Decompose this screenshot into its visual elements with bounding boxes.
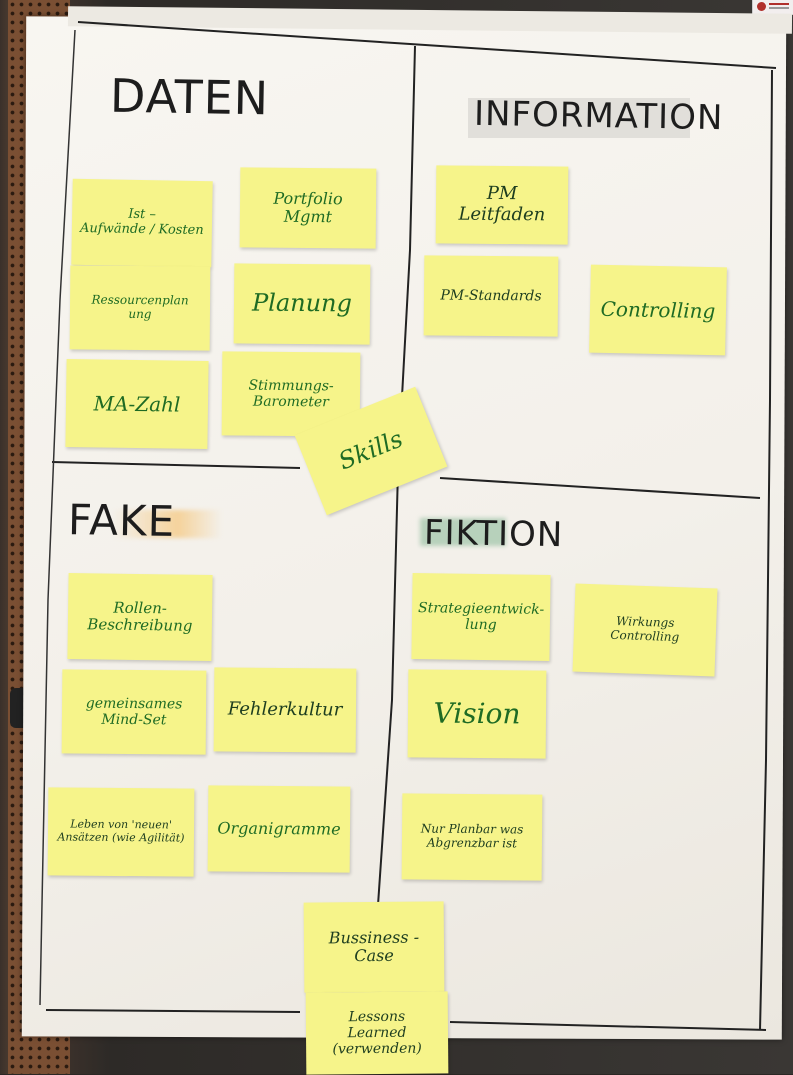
note-text: PM-Standards xyxy=(440,287,542,305)
note-text: Strategieentwick- lung xyxy=(417,600,545,634)
right-border-line xyxy=(759,69,773,1031)
note-text: Ressourcenplan ung xyxy=(91,292,189,322)
sticky-note-ma-zahl[interactable]: MA-Zahl xyxy=(65,359,209,449)
note-text: Bussiness - Case xyxy=(328,927,420,966)
sticky-note-organigramme[interactable]: Organigramme xyxy=(207,785,351,873)
sticky-note-strategieentwicklung[interactable]: Strategieentwick- lung xyxy=(411,573,551,661)
heading-highlight-gray xyxy=(468,98,690,138)
sticky-note-nur-planbar[interactable]: Nur Planbar was Abgrenzbar ist xyxy=(401,793,543,881)
sticky-note-leben-neuer-ansaetze[interactable]: Leben von 'neuen' Ansätzen (wie Agilität… xyxy=(47,787,195,877)
bottom-border-line xyxy=(45,1009,767,1031)
note-text: Nur Planbar was Abgrenzbar ist xyxy=(420,821,524,851)
note-text: Portfolio Mgmt xyxy=(273,188,343,227)
heading-highlight-orange xyxy=(112,510,222,538)
sticky-note-vision[interactable]: Vision xyxy=(407,669,547,759)
sticky-note-gemeinsames-mindset[interactable]: gemeinsames Mind-Set xyxy=(61,669,207,755)
sticky-note-pm-standards[interactable]: PM-Standards xyxy=(423,255,559,337)
note-text: Wirkungs Controlling xyxy=(610,614,680,645)
logo-text-mark xyxy=(769,3,789,5)
logo-mark-icon xyxy=(757,2,766,11)
heading-daten: DATEN xyxy=(109,68,270,126)
note-text: Planung xyxy=(251,288,353,318)
note-text: Ist – Aufwände / Kosten xyxy=(79,206,204,239)
note-text: Lessons Learned (verwenden) xyxy=(332,1008,422,1058)
sticky-note-rollenbeschreibung[interactable]: Rollen- Beschreibung xyxy=(67,572,213,662)
sticky-note-planung[interactable]: Planung xyxy=(233,263,371,345)
note-text: Stimmungs- Barometer xyxy=(248,377,334,411)
note-text: Organigramme xyxy=(217,818,341,839)
sticky-note-portfolio-mgmt[interactable]: Portfolio Mgmt xyxy=(239,167,377,249)
heading-fiktion: FIKTION xyxy=(423,512,564,556)
note-text: Vision xyxy=(433,696,521,731)
sticky-note-business-case[interactable]: Bussiness - Case xyxy=(303,901,445,993)
heading-information: INFORMATION xyxy=(473,93,724,139)
note-text: Rollen- Beschreibung xyxy=(87,598,193,635)
note-text: gemeinsames Mind-Set xyxy=(85,695,183,729)
note-text: Skills xyxy=(334,424,407,476)
horizontal-divider xyxy=(51,461,761,499)
note-text: Leben von 'neuen' Ansätzen (wie Agilität… xyxy=(57,817,185,845)
sticky-note-pm-leitfaden[interactable]: PM Leitfaden xyxy=(435,165,569,245)
sticky-note-ist-aufwaende[interactable]: Ist – Aufwände / Kosten xyxy=(71,178,213,268)
heading-fake: FAKE xyxy=(67,495,176,546)
note-text: Fehlerkultur xyxy=(227,698,343,721)
left-border-line xyxy=(39,29,76,1006)
note-text: MA-Zahl xyxy=(93,390,181,417)
note-text: PM Leitfaden xyxy=(458,183,546,226)
note-text: Controlling xyxy=(600,296,716,323)
sticky-note-ressourcenplanung[interactable]: Ressourcenplan ung xyxy=(69,265,211,351)
sticky-note-controlling[interactable]: Controlling xyxy=(589,264,727,356)
sticky-note-wirkungscontrolling[interactable]: Wirkungs Controlling xyxy=(572,583,718,677)
heading-highlight-green xyxy=(420,518,506,546)
sticky-note-fehlerkultur[interactable]: Fehlerkultur xyxy=(213,667,357,753)
sticky-note-lessons-learned[interactable]: Lessons Learned (verwenden) xyxy=(305,991,449,1075)
top-border-line xyxy=(77,21,777,69)
